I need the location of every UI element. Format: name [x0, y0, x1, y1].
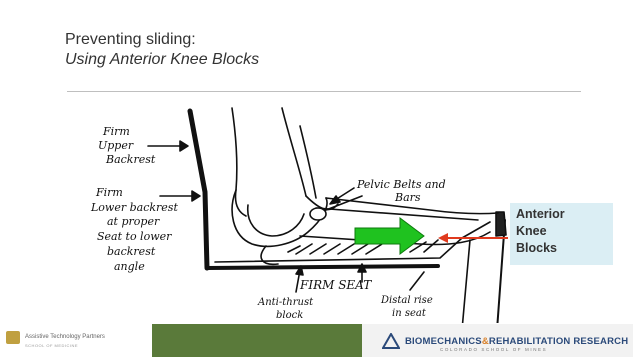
brl-subtitle: COLORADO SCHOOL OF MINES: [440, 347, 547, 352]
anterior-knee-blocks-callout: Anterior Knee Blocks: [510, 203, 613, 265]
atp-name: Assistive Technology Partners: [25, 334, 105, 340]
callout-line-1: Anterior: [516, 206, 607, 223]
pelvic-belt: [310, 208, 326, 220]
label-firm-lower-2: Lower backrest: [90, 201, 178, 214]
label-firm-lower-5: backrest: [107, 245, 156, 258]
label-firm-seat: FIRM SEAT: [299, 278, 372, 292]
label-anti-thrust-1: Anti-thrust: [257, 297, 314, 308]
callout-line-3: Blocks: [516, 240, 607, 257]
slide-title-line1: Preventing sliding:: [65, 31, 196, 49]
label-firm-upper-1: Firm: [102, 125, 130, 138]
label-distal-rise-1: Distal rise: [380, 295, 433, 306]
label-distal-rise-2: in seat: [392, 308, 427, 319]
seat-base: [207, 266, 438, 268]
brl-name: BIOMECHANICS&REHABILITATION RESEARCH: [405, 336, 628, 347]
title-divider: [67, 91, 581, 92]
distal-arrow: [410, 272, 424, 290]
label-firm-lower-1: Firm: [95, 186, 123, 199]
footer-green-band: [152, 324, 362, 357]
brl-part2: REHABILITATION RESEARCH: [489, 336, 628, 347]
label-firm-lower-4: Seat to lower: [97, 230, 172, 243]
brl-amp: &: [482, 336, 489, 347]
label-firm-lower-6: angle: [114, 260, 145, 273]
label-firm-lower-3: at proper: [107, 215, 160, 228]
label-pelvic-2: Bars: [394, 191, 421, 204]
knee-block: [496, 212, 506, 236]
brl-triangle-icon: [382, 333, 400, 349]
brl-part1: BIOMECHANICS: [405, 336, 482, 347]
label-pelvic-1: Pelvic Belts and: [356, 178, 446, 191]
seat-cushion: [215, 222, 490, 262]
backrest: [190, 111, 207, 268]
torso-front: [282, 108, 306, 196]
label-firm-upper-2: Upper: [98, 139, 134, 152]
leg-back: [462, 240, 470, 330]
label-firm-upper-3: Backrest: [105, 153, 156, 166]
arm-upper: [300, 126, 316, 198]
label-anti-thrust-2: block: [276, 310, 303, 321]
thigh-bone: [316, 208, 478, 220]
torso-outline: [232, 108, 246, 216]
buttock-inner: [248, 205, 304, 236]
callout-line-2: Knee: [516, 223, 607, 240]
green-arrow: [355, 218, 424, 254]
cu-logo-icon: [6, 331, 20, 344]
atp-subtitle: SCHOOL OF MEDICINE: [25, 343, 78, 348]
slide-title-line2: Using Anterior Knee Blocks: [65, 51, 259, 69]
